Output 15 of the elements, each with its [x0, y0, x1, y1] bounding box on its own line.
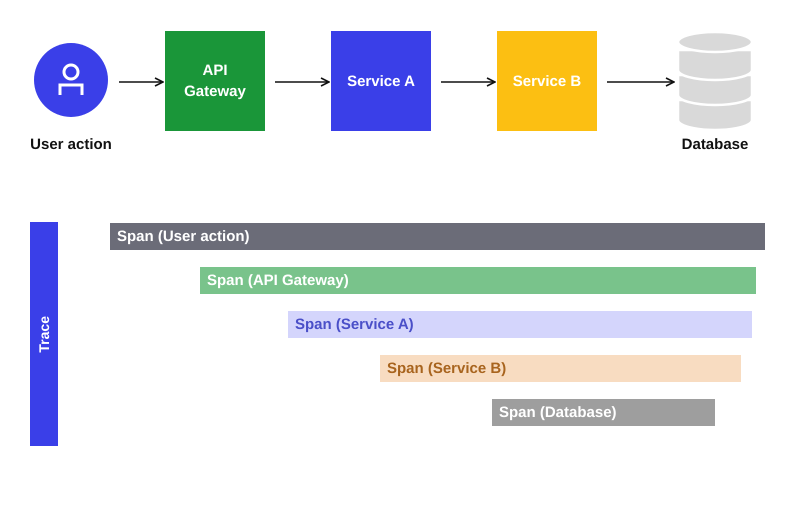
node-label: Database [680, 136, 750, 153]
span-bar: Span (Service A) [288, 311, 752, 338]
span-bar: Span (Database) [492, 399, 715, 426]
service-box: Service A [331, 31, 431, 131]
arrow [607, 77, 675, 87]
span-bar: Span (Service B) [380, 355, 741, 382]
arrow [119, 77, 164, 87]
service-box: API Gateway [165, 31, 265, 131]
span-bar: Span (User action) [110, 223, 765, 250]
service-box: Service B [497, 31, 597, 131]
arrow [275, 77, 330, 87]
trace-bar: Trace [30, 222, 58, 446]
span-bar: Span (API Gateway) [200, 267, 756, 294]
node-label: User action [29, 136, 113, 153]
arrow [441, 77, 496, 87]
